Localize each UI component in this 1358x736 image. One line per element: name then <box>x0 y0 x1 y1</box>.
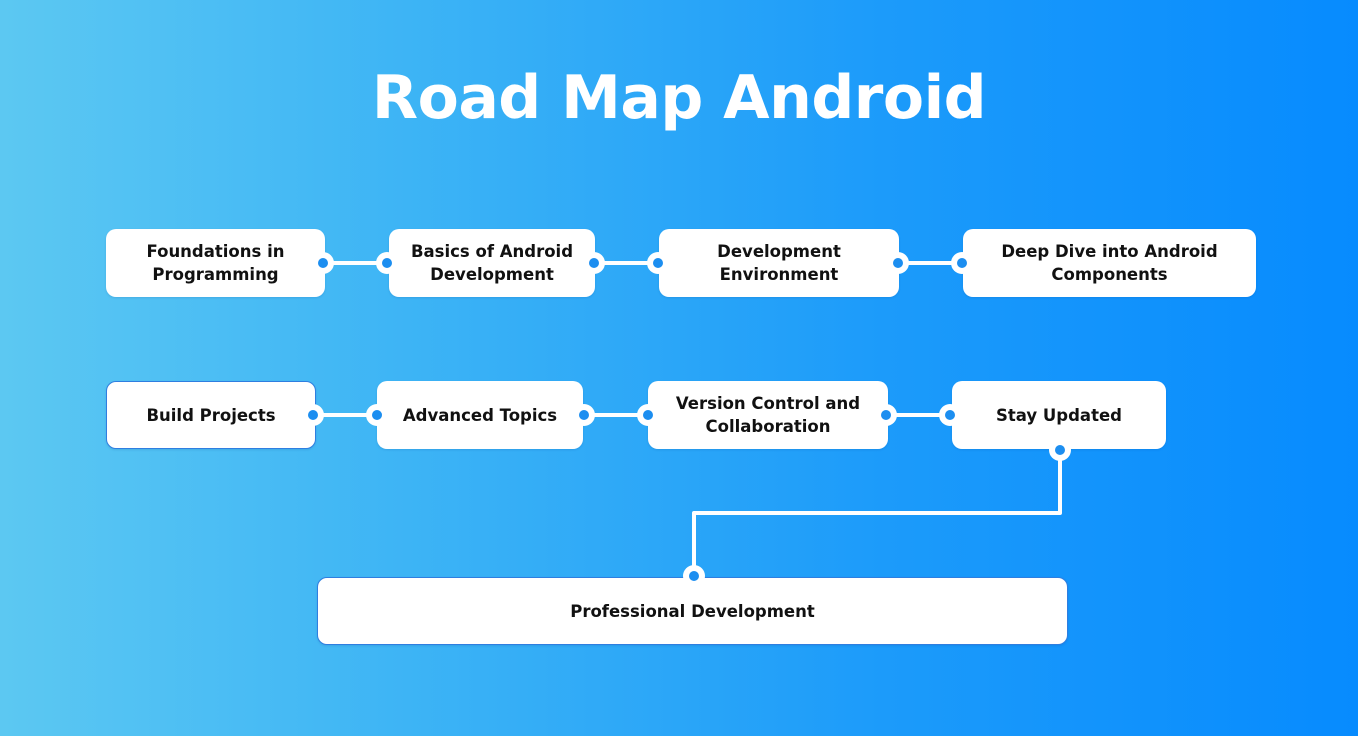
node-advanced-topics: Advanced Topics <box>377 381 583 449</box>
connector-dot <box>366 404 388 426</box>
node-label: Professional Development <box>570 601 815 621</box>
connector-dot <box>637 404 659 426</box>
node-label: Foundations in Programming <box>146 242 285 284</box>
node-basics-of-android-development: Basics of Android Development <box>389 229 595 297</box>
node-label: Version Control and Collaboration <box>675 394 861 436</box>
node-label: Build Projects <box>146 405 276 425</box>
node-version-control-and-collaboration: Version Control and Collaboration <box>648 381 888 449</box>
node-foundations-in-programming: Foundations in Programming <box>106 229 325 297</box>
node-label: Deep Dive into Android Components <box>1001 242 1218 284</box>
node-label: Development Environment <box>717 242 841 284</box>
node-development-environment: Development Environment <box>659 229 899 297</box>
node-build-projects: Build Projects <box>106 381 316 449</box>
connector-dot <box>583 252 605 274</box>
node-deep-dive-into-android-components: Deep Dive into Android Components <box>963 229 1256 297</box>
connector-dot <box>312 252 334 274</box>
node-professional-development: Professional Development <box>317 577 1068 645</box>
connector-dot <box>1049 439 1071 461</box>
connector-dot <box>683 565 705 587</box>
connector-dot <box>887 252 909 274</box>
node-label: Advanced Topics <box>402 405 558 425</box>
connector-dot <box>376 252 398 274</box>
page-title: Road Map Android <box>371 63 987 133</box>
connector-dot <box>573 404 595 426</box>
connector-dot <box>939 404 961 426</box>
connector-to-final <box>692 449 1062 578</box>
connector-dot <box>875 404 897 426</box>
connector-dot <box>647 252 669 274</box>
connector-dot <box>951 252 973 274</box>
node-label: Basics of Android Development <box>410 242 574 284</box>
node-stay-updated: Stay Updated <box>952 381 1166 449</box>
connector-dot <box>302 404 324 426</box>
node-label: Stay Updated <box>996 405 1122 425</box>
